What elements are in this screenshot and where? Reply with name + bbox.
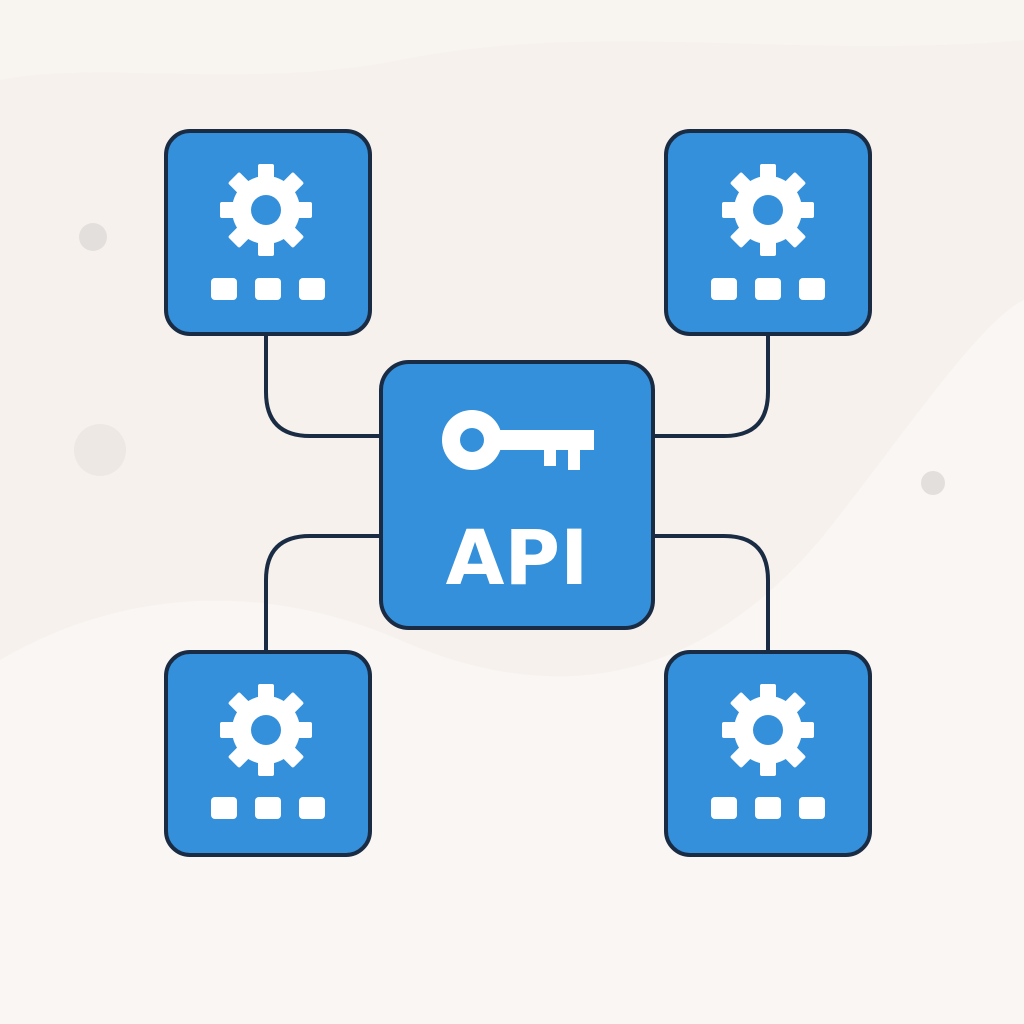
three-dots-icon	[211, 278, 325, 300]
service-node-top-left[interactable]	[164, 129, 372, 336]
three-dots-icon	[711, 797, 825, 819]
service-node-bottom-right[interactable]	[664, 650, 872, 857]
service-node-top-right[interactable]	[664, 129, 872, 336]
connector-bottom-right	[653, 534, 770, 652]
key-icon	[442, 410, 594, 470]
service-node-bottom-left[interactable]	[164, 650, 372, 857]
api-hub[interactable]: API	[379, 360, 655, 630]
gear-icon	[722, 164, 814, 256]
background-blob-top	[0, 0, 1024, 80]
three-dots-icon	[211, 797, 325, 819]
decor-dot	[79, 223, 107, 251]
decor-dot	[921, 471, 945, 495]
api-label: API	[446, 513, 589, 602]
decor-dot	[74, 424, 126, 476]
connector-top-right	[653, 334, 770, 438]
gear-icon	[722, 684, 814, 776]
gear-icon	[220, 164, 312, 256]
connector-top-left	[264, 334, 381, 438]
gear-icon	[220, 684, 312, 776]
connectors	[264, 334, 770, 652]
connector-bottom-left	[264, 534, 381, 652]
three-dots-icon	[711, 278, 825, 300]
